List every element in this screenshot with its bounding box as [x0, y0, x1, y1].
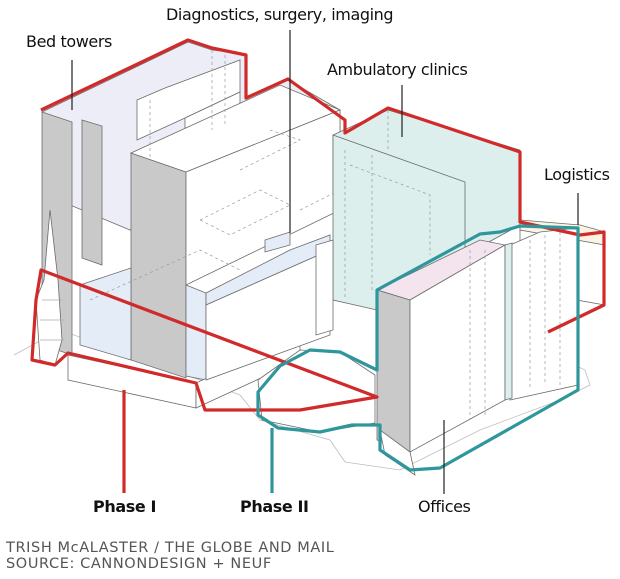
label-logistics: Logistics — [544, 165, 610, 184]
label-diagnostics: Diagnostics, surgery, imaging — [166, 5, 394, 24]
bed-tower-east — [81, 119, 103, 266]
label-ambulatory: Ambulatory clinics — [327, 60, 468, 79]
label-offices: Offices — [418, 497, 471, 516]
source-line: SOURCE: CANNONDESIGN + NEUF — [6, 556, 272, 572]
label-phase1: Phase I — [93, 497, 157, 516]
credit-line: TRISH McALASTER / THE GLOBE AND MAIL — [6, 540, 335, 556]
site-footprint — [13, 329, 591, 471]
phase1-buildings — [41, 41, 342, 409]
phase2-outline — [256, 224, 580, 472]
label-phase2: Phase II — [240, 497, 309, 516]
label-bed-towers: Bed towers — [26, 32, 112, 51]
diagnostics-tower — [130, 152, 187, 379]
offices-tower — [376, 289, 411, 453]
phase1-outline — [30, 38, 606, 412]
